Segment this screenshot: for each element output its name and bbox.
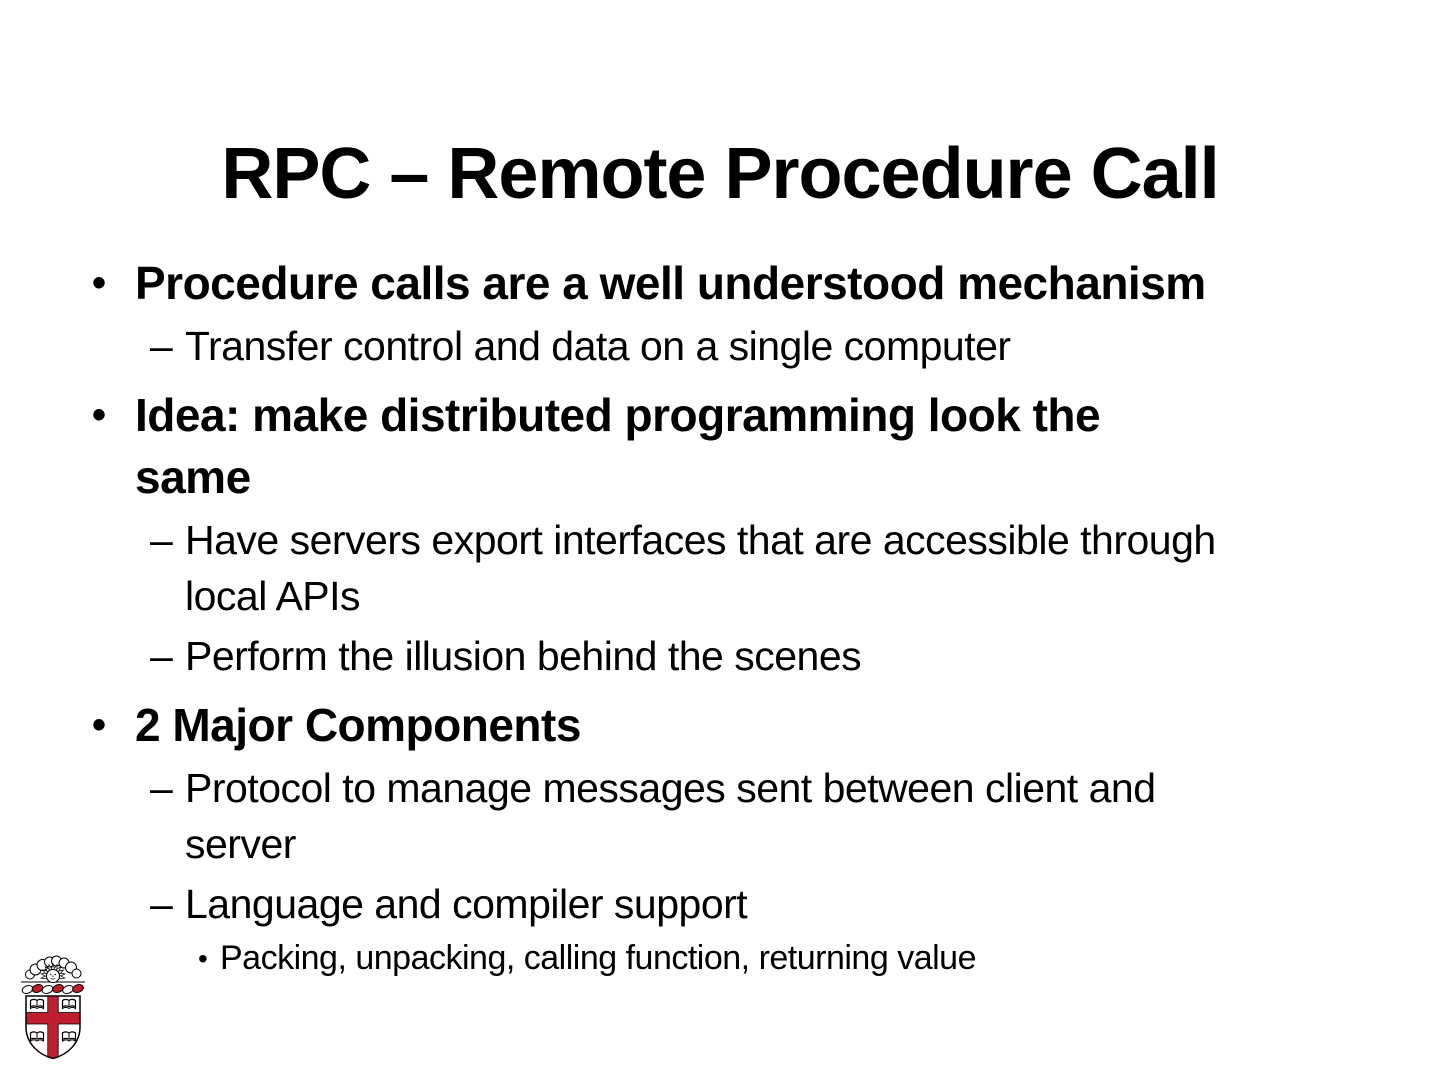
bullet-item-level-2: –Language and compiler support	[0, 876, 1440, 932]
bullet-text: Have servers export interfaces that are …	[185, 517, 1216, 619]
bullet-item-level-2: –Transfer control and data on a single c…	[0, 318, 1440, 374]
bullet-text: Protocol to manage messages sent between…	[185, 765, 1156, 867]
bullet-item-level-1: • 2 Major Components	[0, 694, 1440, 756]
bullet-item-level-1: • Idea: make distributed programming look…	[0, 384, 1440, 508]
bullet-text: Procedure calls are a well understood me…	[135, 257, 1206, 309]
red-cross-icon	[26, 996, 80, 1059]
bullet-text: Transfer control and data on a single co…	[185, 323, 1011, 369]
bullet-text: Language and compiler support	[185, 881, 748, 927]
open-book-icon	[29, 998, 45, 1010]
bullet-item-level-2: –Protocol to manage messages sent betwee…	[0, 760, 1440, 872]
bullet-marker: •	[92, 703, 107, 747]
open-book-icon	[61, 1031, 77, 1042]
bullet-marker: •	[92, 261, 107, 305]
bullet-list: • Procedure calls are a well understood m…	[0, 252, 1440, 981]
bullet-text: Packing, unpacking, calling function, re…	[220, 939, 976, 977]
dash-marker: –	[150, 517, 173, 563]
slide-title: RPC – Remote Procedure Call	[221, 134, 1219, 215]
bullet-text: 2 Major Components	[135, 699, 581, 751]
bullet-marker: •	[198, 943, 208, 974]
bullet-item-level-2: –Have servers export interfaces that are…	[0, 512, 1440, 624]
dash-marker: –	[150, 633, 173, 679]
dash-marker: –	[150, 323, 173, 369]
bullet-text: Idea: make distributed programming look …	[135, 389, 1101, 503]
bullet-marker: •	[92, 393, 107, 437]
open-book-icon	[61, 998, 77, 1010]
bullet-text: Perform the illusion behind the scenes	[185, 633, 862, 679]
bullet-item-level-3: • Packing, unpacking, calling function, r…	[0, 936, 1440, 981]
open-book-icon	[29, 1031, 45, 1042]
shield-icon	[25, 995, 81, 1060]
bullet-item-level-1: • Procedure calls are a well understood m…	[0, 252, 1440, 314]
sun-face-icon	[46, 969, 60, 983]
brown-university-crest-icon	[21, 955, 85, 1060]
bullet-item-level-2: –Perform the illusion behind the scenes	[0, 628, 1440, 684]
dash-marker: –	[150, 765, 173, 811]
clouds-icon	[25, 955, 82, 980]
dash-marker: –	[150, 881, 173, 927]
torse-icon	[21, 984, 84, 994]
